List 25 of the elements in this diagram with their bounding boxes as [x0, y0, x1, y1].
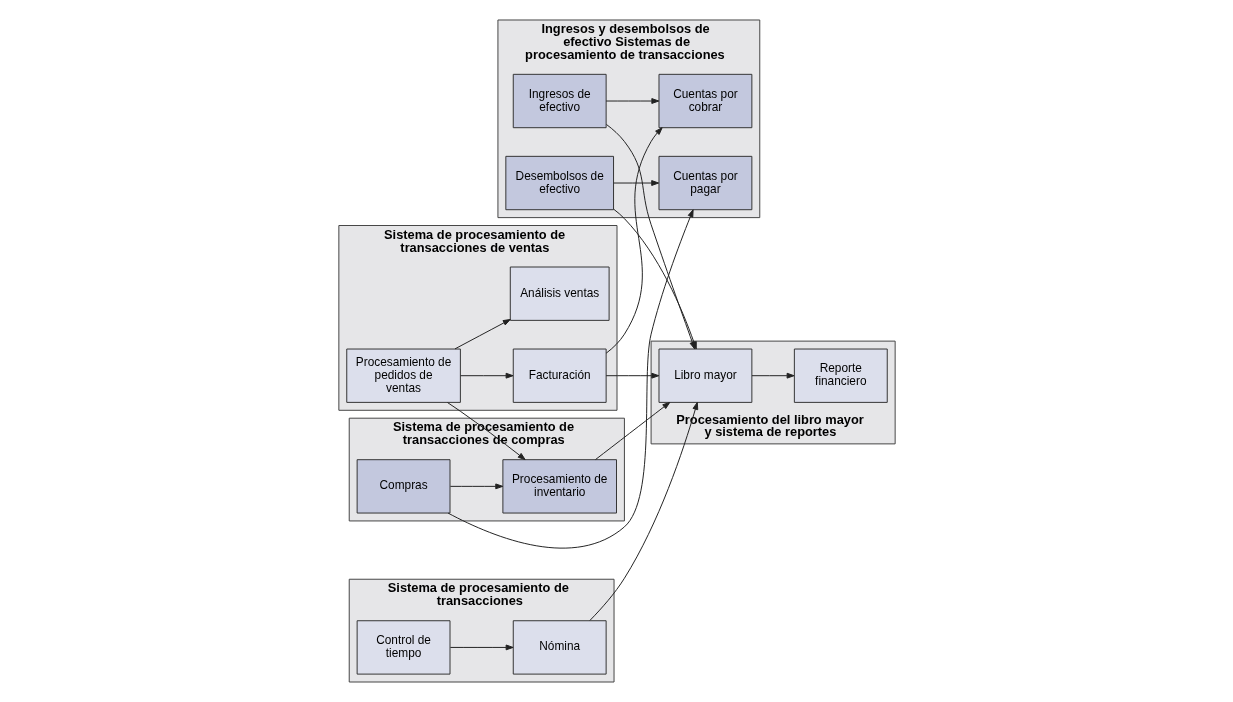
- node-box: Facturación: [512, 348, 607, 403]
- arrow: [605, 127, 663, 354]
- arrow: [449, 483, 503, 490]
- node-box: Procesamiento de inventario: [501, 459, 617, 514]
- node-box: Nómina: [512, 620, 607, 675]
- node-box: Compras: [356, 459, 450, 514]
- node-box: Cuentas por pagar: [658, 155, 752, 211]
- arrow: [605, 372, 659, 379]
- node-box: Ingresos de efectivo: [512, 73, 607, 129]
- node-box: Cuentas por cobrar: [658, 73, 752, 129]
- node-box: Reporte financiero: [793, 348, 888, 403]
- node-box: Procesamiento de pedidos de ventas: [345, 348, 461, 403]
- arrow: [446, 402, 526, 461]
- arrow: [612, 180, 659, 186]
- arrow: [605, 98, 659, 104]
- arrow: [594, 401, 670, 461]
- arrow: [454, 319, 511, 350]
- node-box: Libro mayor: [658, 348, 752, 403]
- node-box: Desembolsos de efectivo: [504, 155, 614, 211]
- arrow: [588, 401, 698, 621]
- arrow: [449, 644, 514, 651]
- arrow: [750, 372, 795, 379]
- node-box: Análisis ventas: [509, 266, 610, 321]
- arrow: [459, 372, 513, 379]
- node-box: Control de tiempo: [356, 620, 450, 675]
